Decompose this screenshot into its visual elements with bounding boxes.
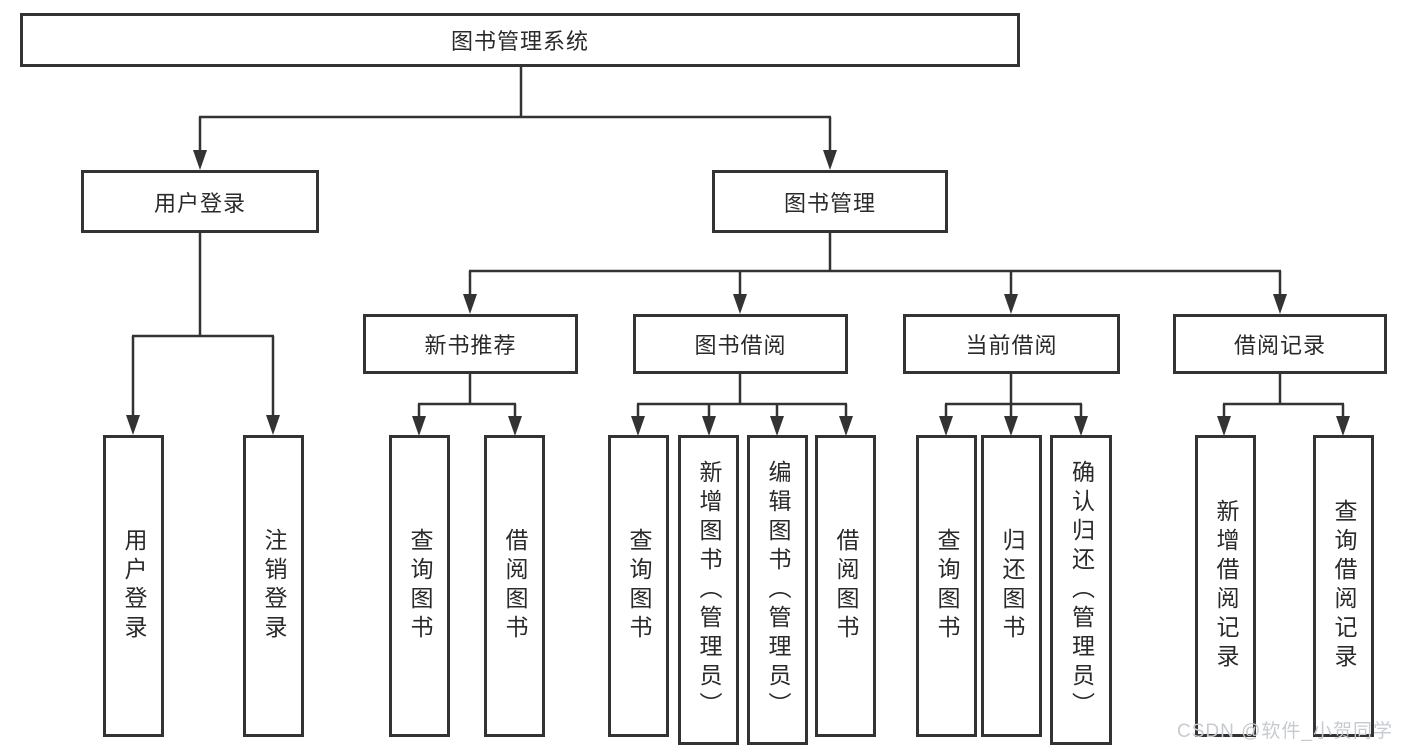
connector-book-borrow-to-leaves (631, 373, 853, 436)
leaf-search-books-current: 查询图书 (916, 435, 977, 737)
leaf-confirm-return-admin: 确认归还（管理员） (1050, 435, 1112, 745)
leaf-borrow-books: 借阅图书 (815, 435, 876, 737)
node-current-borrow: 当前借阅 (903, 314, 1120, 374)
leaf-logout: 注销登录 (243, 435, 304, 737)
leaf-search-borrow-record: 查询借阅记录 (1313, 435, 1374, 737)
connector-borrow-records-to-leaves (1217, 373, 1350, 436)
connector-book-management-to-level3 (463, 232, 1287, 314)
leaf-edit-book-admin: 编辑图书（管理员） (747, 435, 808, 745)
node-book-borrow: 图书借阅 (633, 314, 848, 374)
leaf-return-book: 归还图书 (981, 435, 1042, 737)
leaf-user-login: 用户登录 (103, 435, 164, 737)
node-user-login: 用户登录 (81, 170, 319, 233)
leaf-borrow-books-recommend: 借阅图书 (484, 435, 545, 737)
node-book-management: 图书管理 (712, 170, 948, 233)
csdn-watermark: CSDN @软件_小贺同学 (1177, 721, 1393, 742)
connector-new-book-recommend-to-leaves (412, 373, 522, 436)
connector-root-to-level2 (193, 66, 837, 170)
node-borrow-records: 借阅记录 (1173, 314, 1387, 374)
leaf-search-books-borrow: 查询图书 (608, 435, 669, 737)
leaf-search-books-recommend: 查询图书 (389, 435, 450, 737)
connector-current-borrow-to-leaves (939, 373, 1088, 436)
leaf-add-book-admin: 新增图书（管理员） (678, 435, 739, 745)
node-library-management-system: 图书管理系统 (20, 13, 1020, 67)
connector-user-login-to-leaves (126, 232, 280, 435)
node-new-book-recommend: 新书推荐 (363, 314, 578, 374)
leaf-add-borrow-record: 新增借阅记录 (1195, 435, 1256, 737)
